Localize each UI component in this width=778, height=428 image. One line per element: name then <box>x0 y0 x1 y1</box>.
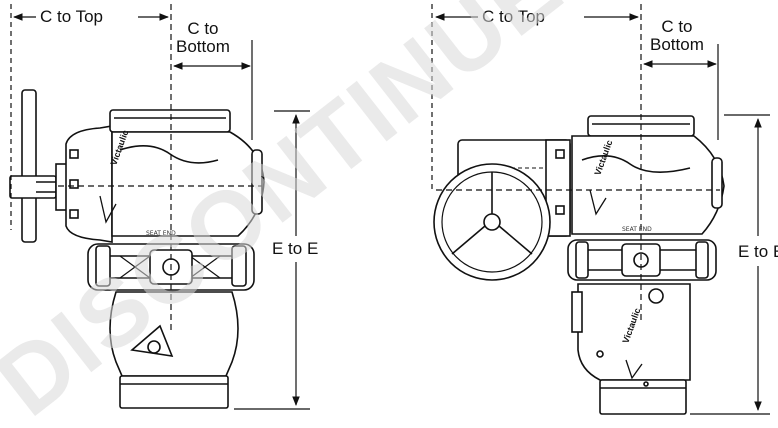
left-lower-body <box>109 291 239 377</box>
left-c-to-bottom-line2: Bottom <box>176 37 230 56</box>
left-c-to-bottom-label: C to Bottom <box>176 20 230 56</box>
right-dimension-lines <box>431 4 770 415</box>
seat-end-label-left: SEAT END <box>146 230 176 237</box>
right-c-to-bottom-line1: C to <box>661 17 693 36</box>
right-c-to-bottom-label: C to Bottom <box>650 18 704 54</box>
left-dimension-lines <box>10 4 310 410</box>
right-valve-drawing <box>433 115 725 415</box>
left-valve-body <box>111 131 265 237</box>
right-c-to-bottom-line2: Bottom <box>650 35 704 54</box>
right-c-to-top-label: C to Top <box>482 7 546 26</box>
right-valve-body <box>571 135 725 235</box>
left-top-flange <box>109 109 231 133</box>
left-valve-drawing <box>9 89 265 409</box>
right-e-to-e-label: E to E <box>738 243 778 261</box>
left-bottom-end <box>119 375 229 409</box>
right-handwheel <box>433 163 551 281</box>
left-c-to-top-label: C to Top <box>40 7 104 26</box>
left-c-to-bottom-line1: C to <box>187 19 219 38</box>
right-bottom-end <box>599 379 687 415</box>
seat-end-label-right: SEAT END <box>622 226 652 233</box>
left-e-to-e-label: E to E <box>272 239 319 258</box>
left-handwheel <box>9 89 71 243</box>
